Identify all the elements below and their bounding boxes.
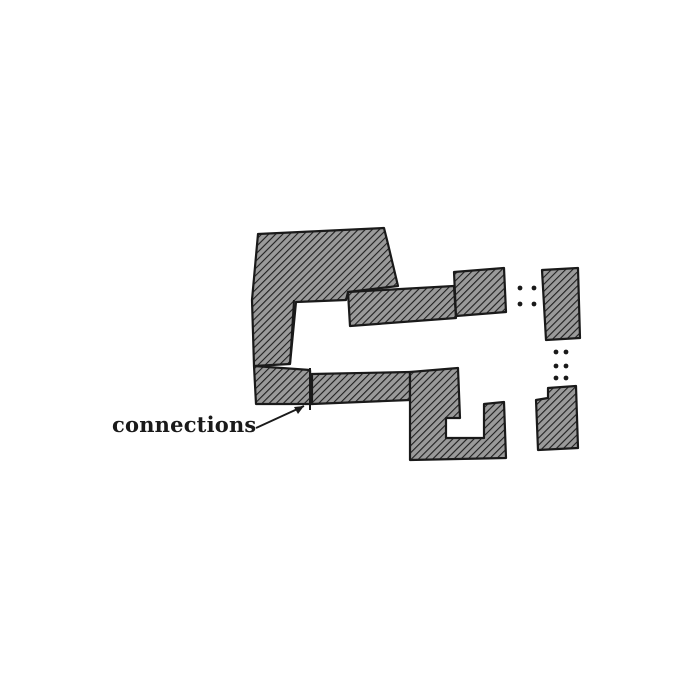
main-mass-upper — [250, 226, 400, 368]
connection-marks — [289, 299, 311, 410]
dotted-gap-vertical — [553, 349, 569, 381]
bottom-left-bar — [252, 364, 314, 406]
lower-block — [408, 366, 508, 462]
dotted-gap-horizontal — [517, 285, 537, 307]
upper-middle-block — [346, 284, 458, 328]
leader-arrow — [255, 405, 305, 429]
right-lower-block — [534, 384, 580, 452]
connections-label: connections — [112, 412, 257, 437]
upper-right-block — [452, 266, 508, 318]
right-upper-block — [540, 266, 582, 342]
bottom-middle-bar — [310, 370, 412, 406]
